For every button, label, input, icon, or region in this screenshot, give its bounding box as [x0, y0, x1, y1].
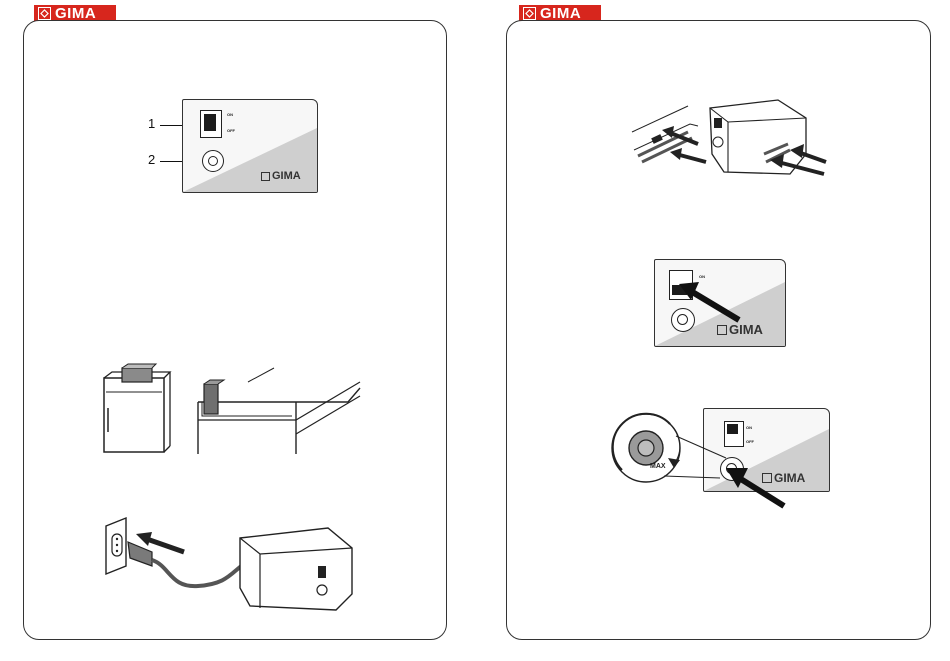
gima-logo-mark-icon — [523, 7, 536, 20]
power-knob[interactable] — [202, 150, 224, 172]
power-switch[interactable] — [200, 110, 222, 138]
device-brand: GIMA — [261, 170, 301, 182]
device-brand-label: GIMA — [272, 170, 301, 182]
callout-1: 1 — [148, 116, 155, 131]
press-arrow-icon — [673, 274, 743, 324]
device-front-face: ON OFF GIMA — [182, 99, 318, 193]
figure-switch-on: ON GIMA — [654, 259, 786, 347]
knob-max-label: MAX — [650, 463, 666, 470]
callout-2: 2 — [148, 152, 155, 167]
device-brand: GIMA — [717, 322, 763, 337]
power-knob-center — [208, 156, 218, 166]
figure-placement — [98, 362, 368, 458]
figure-plug-in — [100, 508, 360, 618]
device-brand-label: GIMA — [729, 322, 763, 337]
figure-knob-zoom — [608, 410, 798, 510]
switch-on-label: ON — [227, 112, 233, 117]
brand-mark-icon — [717, 325, 727, 335]
switch-off-label: OFF — [227, 128, 235, 133]
power-switch-rocker — [204, 114, 216, 131]
figure-tubing-connect — [628, 92, 834, 182]
figure-device-front: 1 2 ON OFF GIMA — [140, 95, 320, 195]
brand-mark-icon — [261, 172, 270, 181]
gima-logo-mark-icon — [38, 7, 51, 20]
